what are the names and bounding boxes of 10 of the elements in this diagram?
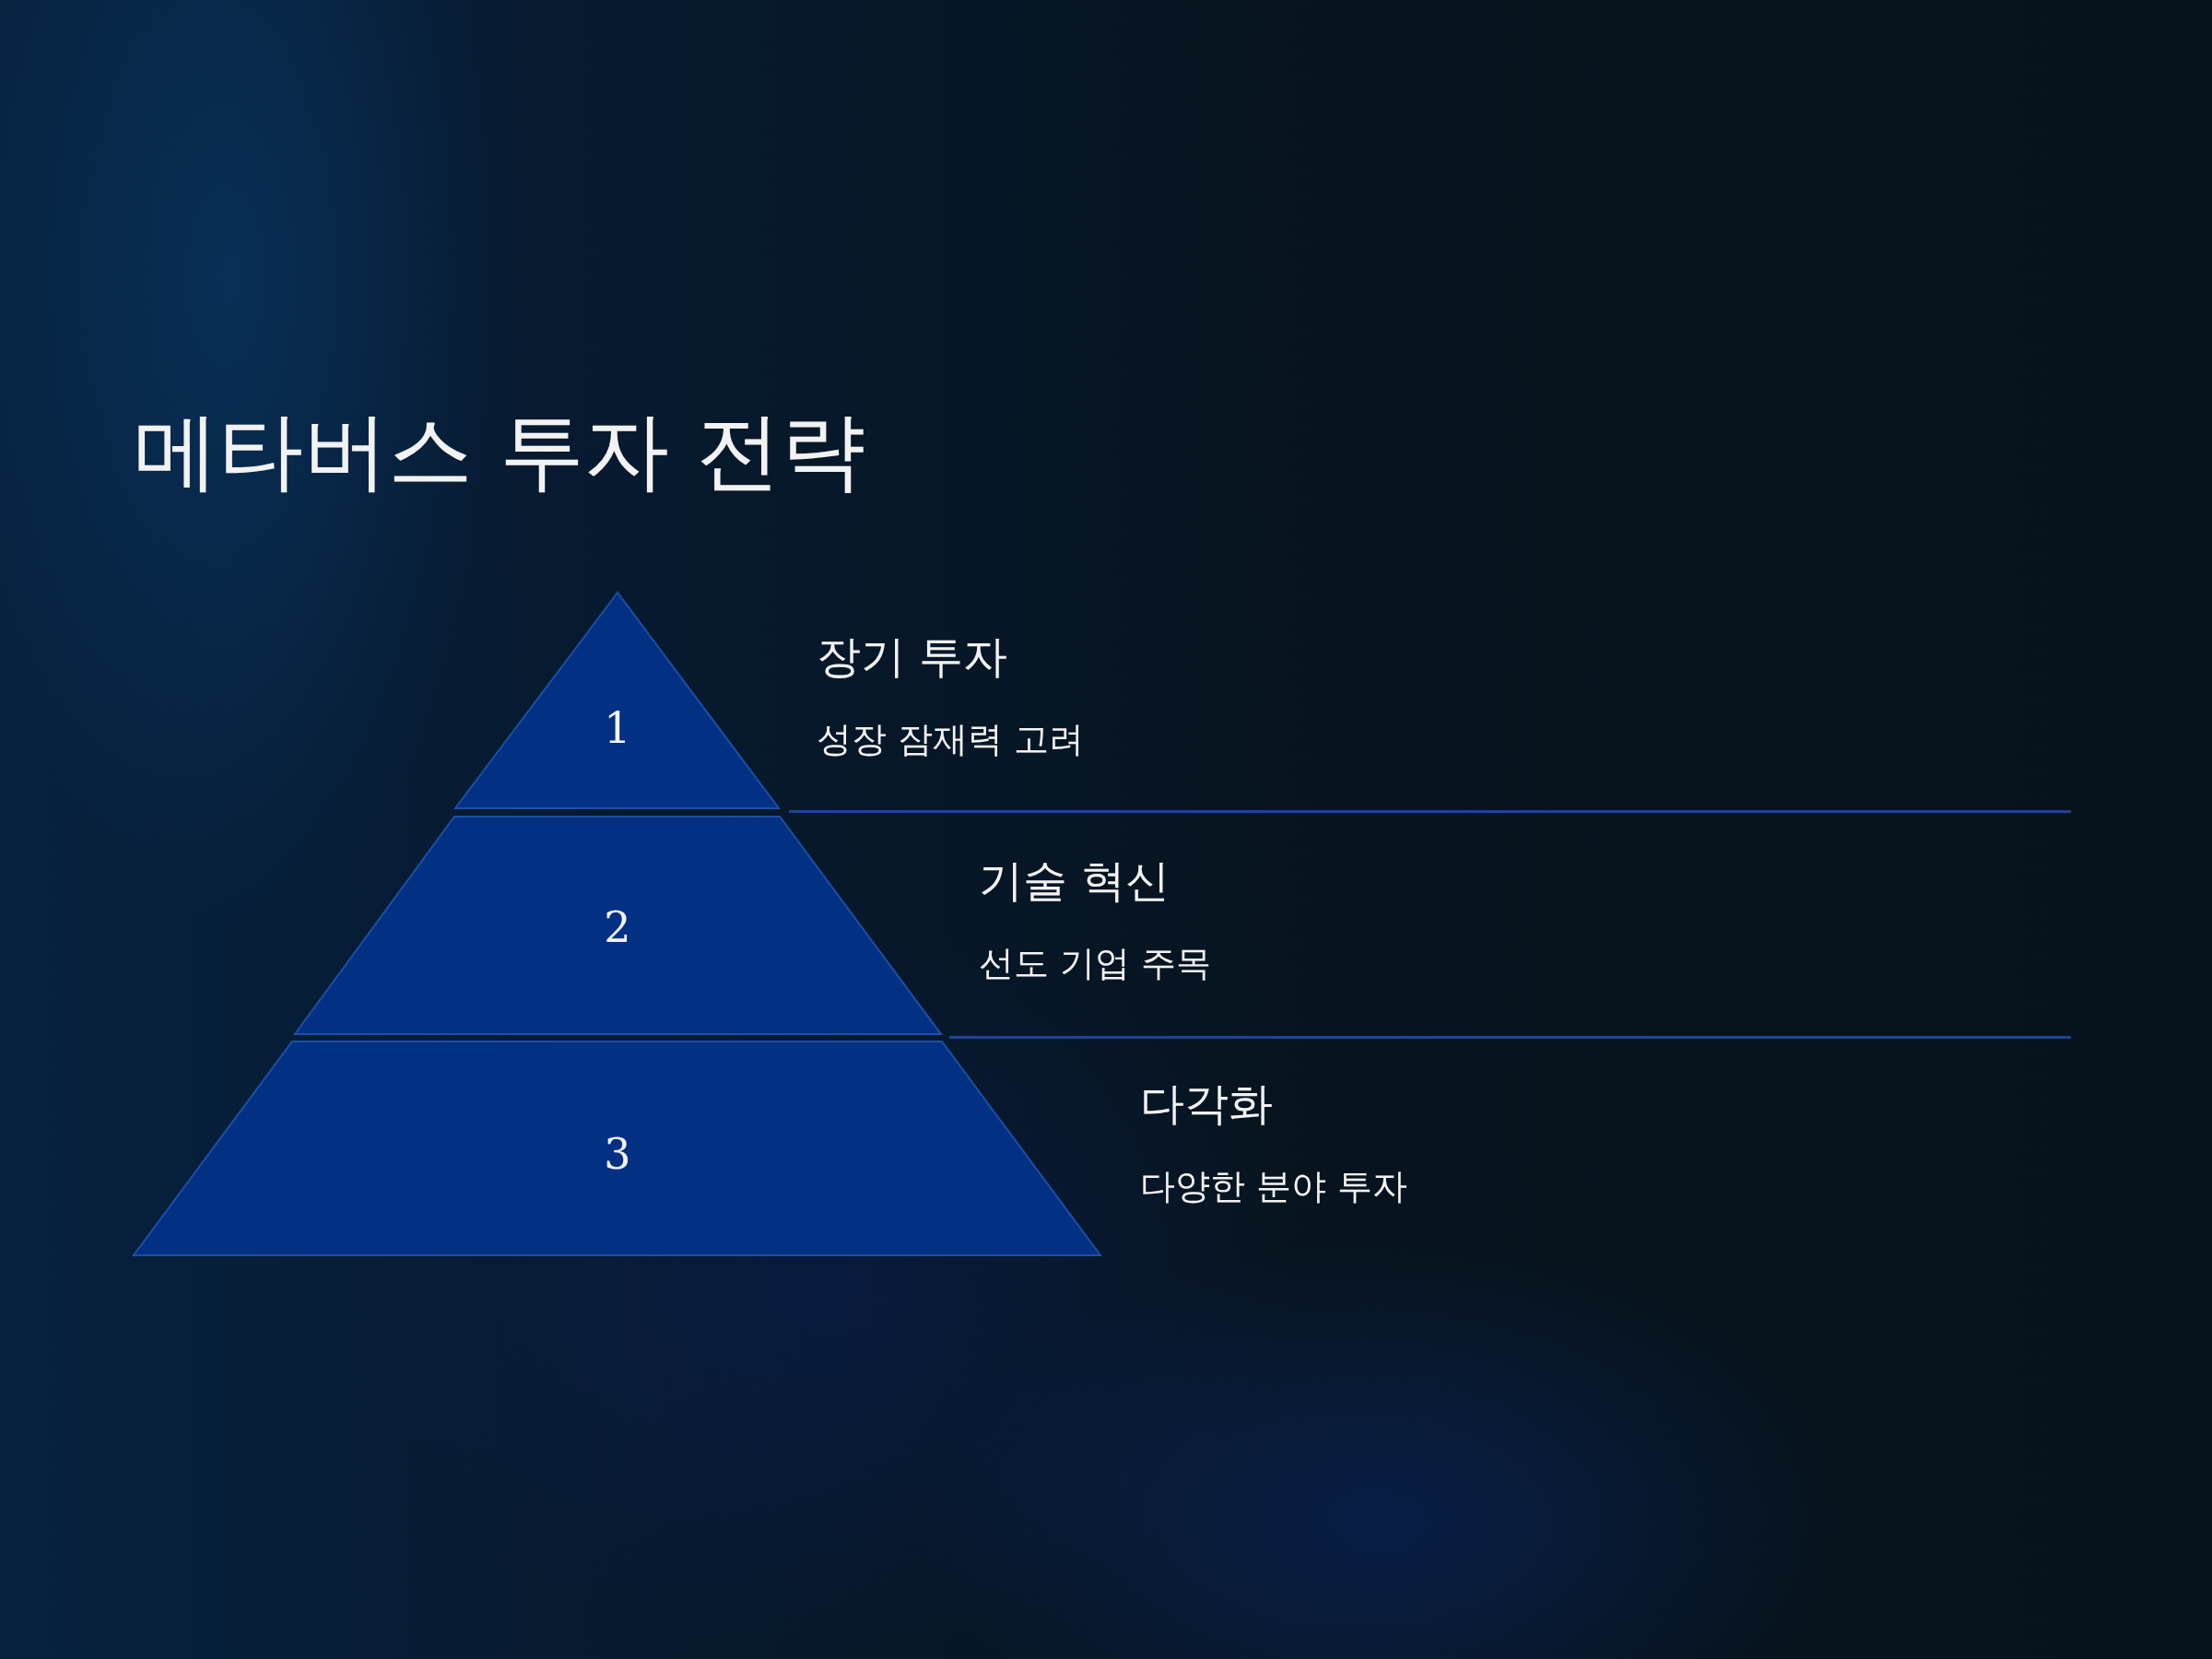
- tier-heading: 기술 혁신: [979, 853, 1171, 907]
- tier-description: 선도 기업 주목: [979, 942, 1212, 984]
- tier-description: 성장 잠재력 고려: [817, 718, 1085, 760]
- tier-number: 3: [604, 1130, 631, 1178]
- title: 메타버스 투자 전략: [134, 401, 866, 502]
- tier-number: 1: [604, 704, 631, 752]
- tier-heading: 장기 투자: [817, 629, 1008, 683]
- tier-heading: 다각화: [1140, 1077, 1273, 1130]
- tier-number: 2: [604, 903, 631, 951]
- tier-description: 다양한 분야 투자: [1140, 1165, 1408, 1207]
